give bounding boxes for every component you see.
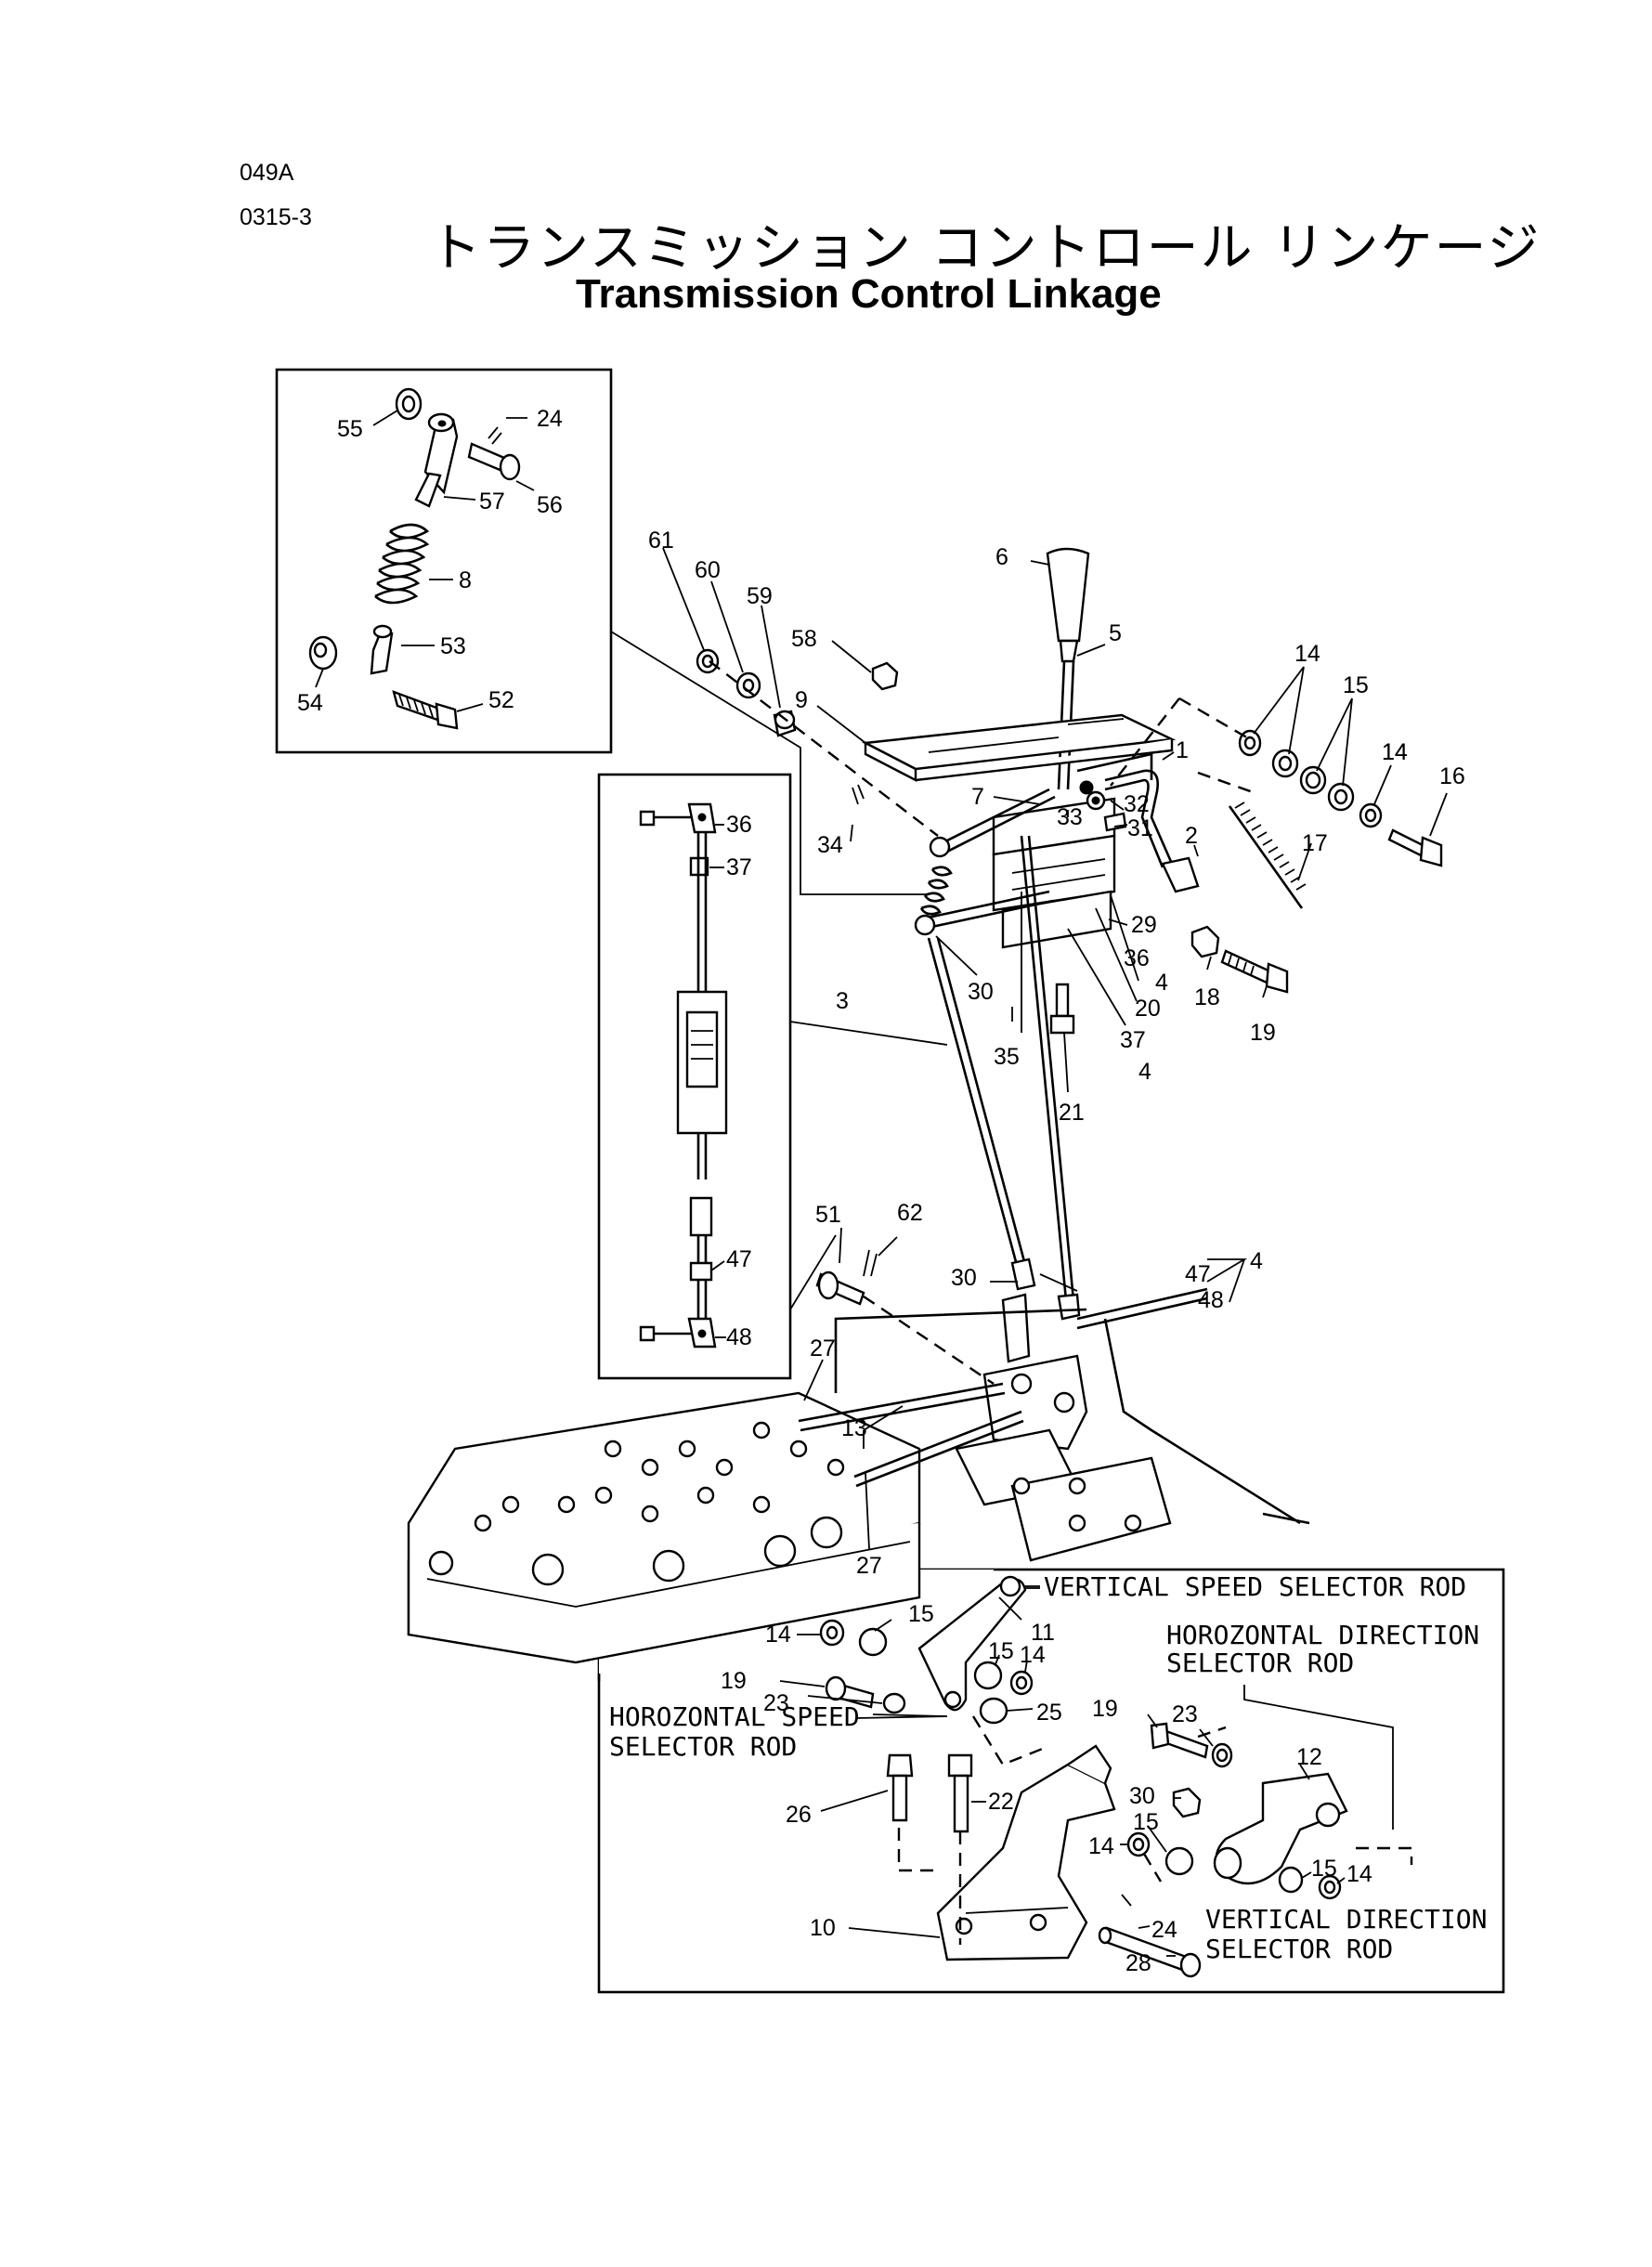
- callout-37-main: 37: [1120, 1027, 1146, 1053]
- assembly-lines: [709, 660, 1256, 837]
- callout-4-b: 4: [1138, 1059, 1151, 1085]
- callout-30-b: 30: [951, 1265, 977, 1291]
- callout-36: 36: [726, 812, 752, 838]
- inset-selector-linkage: [597, 1568, 1505, 1994]
- label-horizontal-speed-2: SELECTOR ROD: [609, 1731, 797, 1762]
- callout-27-b: 27: [856, 1553, 882, 1579]
- callout-21: 21: [1059, 1100, 1085, 1126]
- callout-62: 62: [897, 1200, 923, 1226]
- callout-15-b: 15: [908, 1601, 934, 1627]
- page-code-2: 0315-3: [240, 204, 312, 230]
- callout-14-e: 14: [1020, 1642, 1046, 1668]
- callout-19-c: 19: [1092, 1696, 1118, 1722]
- callout-56: 56: [537, 492, 563, 518]
- callout-15-d: 15: [1133, 1809, 1159, 1835]
- callout-28: 28: [1125, 1950, 1151, 1976]
- inset-top-leaders: [315, 410, 535, 712]
- callout-60: 60: [695, 557, 721, 583]
- callout-23-a: 23: [763, 1690, 789, 1716]
- callout-51: 51: [815, 1202, 841, 1228]
- callout-36-main: 36: [1124, 945, 1150, 971]
- callout-11: 11: [1031, 1620, 1055, 1646]
- callout-53: 53: [440, 633, 466, 659]
- callout-14-g: 14: [1346, 1861, 1372, 1887]
- label-vertical-direction-2: SELECTOR ROD: [1205, 1934, 1393, 1964]
- callout-32: 32: [1124, 791, 1150, 817]
- callout-58: 58: [791, 626, 817, 652]
- title-japanese: トランスミッション コントロール リンケージ: [429, 218, 1541, 279]
- callout-61: 61: [648, 528, 674, 554]
- callout-47-main: 47: [1185, 1261, 1211, 1287]
- callout-15-c: 15: [988, 1638, 1014, 1664]
- callout-48-main: 48: [1198, 1287, 1224, 1313]
- callout-13: 13: [841, 1415, 867, 1441]
- callout-14-c: 14: [1382, 739, 1408, 765]
- inset-top-parts: [308, 387, 521, 730]
- callout-25: 25: [1036, 1700, 1062, 1726]
- callout-47: 47: [726, 1246, 752, 1272]
- inset-rod-assembly: [597, 773, 792, 1380]
- callout-19-b: 19: [721, 1668, 747, 1694]
- label-vertical-direction-1: VERTICAL DIRECTION: [1205, 1904, 1487, 1935]
- callout-27-a: 27: [810, 1335, 836, 1362]
- callout-1: 1: [1176, 737, 1189, 763]
- callout-15-e: 15: [1311, 1856, 1337, 1882]
- callout-14-b: 14: [1382, 739, 1408, 765]
- main-leaders: [662, 547, 1448, 1550]
- callout-54: 54: [297, 690, 323, 716]
- callout-12: 12: [1296, 1744, 1322, 1770]
- callout-48: 48: [726, 1324, 752, 1350]
- inset-rod-parts: [639, 802, 728, 1348]
- callout-8: 8: [459, 567, 472, 593]
- callout-22: 22: [988, 1789, 1014, 1815]
- control-valve-body: [407, 1308, 1310, 1664]
- callout-9: 9: [795, 687, 808, 713]
- callout-57: 57: [479, 489, 505, 515]
- callout-33: 33: [1057, 804, 1083, 830]
- callout-18: 18: [1194, 984, 1220, 1010]
- label-horizontal-direction-2: SELECTOR ROD: [1166, 1648, 1354, 1678]
- callout-4-a: 4: [1155, 970, 1168, 996]
- callout-17: 17: [1302, 830, 1328, 856]
- inset-spring-assembly: [275, 368, 613, 754]
- callout-2: 2: [1185, 823, 1198, 849]
- callout-3: 3: [836, 988, 849, 1014]
- callout-31: 31: [1127, 815, 1153, 841]
- callout-7: 7: [971, 784, 984, 810]
- callout-37: 37: [726, 854, 752, 880]
- callout-16: 16: [1439, 763, 1465, 789]
- callout-14-a: 14: [1294, 641, 1320, 667]
- label-vertical-speed-selector-rod: VERTICAL SPEED SELECTOR ROD: [1044, 1571, 1466, 1602]
- callout-14-f: 14: [1088, 1833, 1114, 1859]
- callout-19-main: 19: [1250, 1020, 1276, 1046]
- label-horizontal-speed-1: HOROZONTAL SPEED: [609, 1701, 860, 1732]
- callout-29: 29: [1131, 912, 1157, 938]
- callout-4-c: 4: [1250, 1248, 1263, 1274]
- callout-55: 55: [337, 416, 363, 442]
- callout-20: 20: [1135, 996, 1161, 1022]
- callout-26: 26: [786, 1802, 812, 1828]
- callout-15-a: 15: [1343, 672, 1369, 698]
- callout-59: 59: [747, 583, 773, 609]
- callout-35: 35: [994, 1044, 1020, 1070]
- callout-10: 10: [810, 1915, 836, 1941]
- callout-23-b: 23: [1172, 1701, 1198, 1727]
- page-code-1: 049A: [240, 160, 294, 186]
- inset-bottom-parts: [819, 1575, 1413, 1978]
- callout-6: 6: [995, 544, 1008, 570]
- callout-24-b: 24: [1151, 1917, 1177, 1943]
- label-horizontal-direction-1: HOROZONTAL DIRECTION: [1166, 1620, 1479, 1650]
- callout-24: 24: [537, 406, 563, 432]
- callout-52: 52: [488, 687, 514, 713]
- title-english: Transmission Control Linkage: [576, 271, 1162, 317]
- callout-30-a: 30: [968, 979, 994, 1005]
- callout-5: 5: [1109, 620, 1122, 646]
- callout-34: 34: [817, 832, 843, 858]
- callout-30-c: 30: [1129, 1783, 1155, 1809]
- inset-rod-leaders: [709, 824, 726, 1338]
- shift-lever-assembly: [696, 547, 1443, 1451]
- callout-14-d: 14: [765, 1622, 791, 1648]
